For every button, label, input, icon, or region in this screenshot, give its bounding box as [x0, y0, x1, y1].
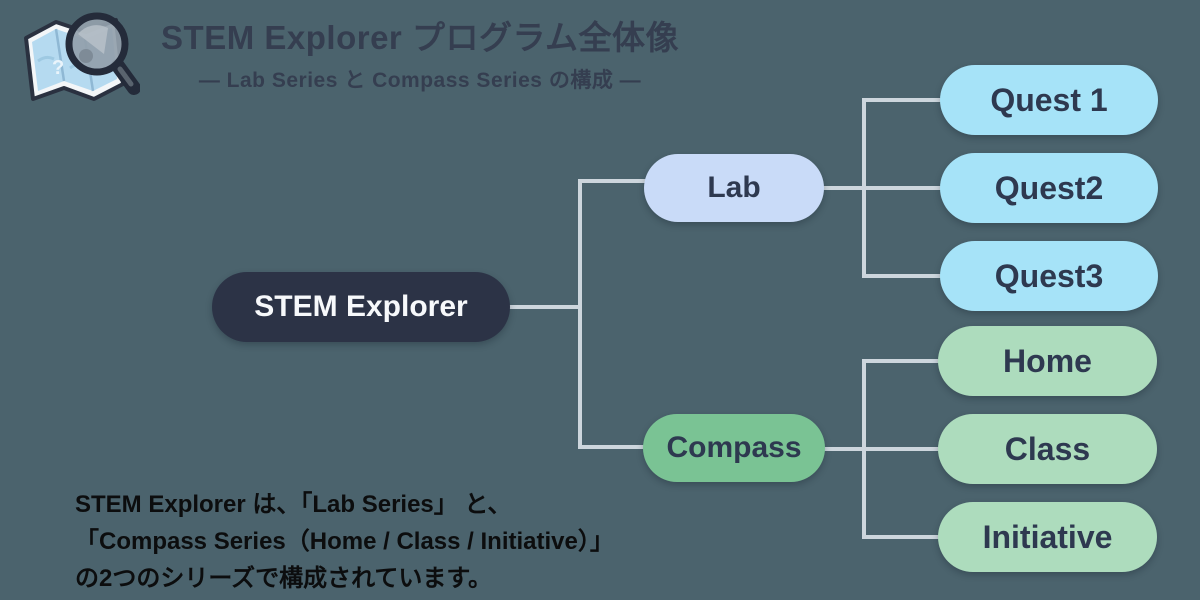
connector-trunk-compass — [580, 445, 646, 449]
connector-root-trunk — [508, 305, 582, 309]
node-quest1: Quest 1 — [940, 65, 1158, 135]
connector-lab-quest1 — [864, 98, 942, 102]
footer-line-3: の2つのシリーズで構成されています。 — [75, 565, 493, 592]
node-compass: Compass — [643, 414, 825, 482]
node-home: Home — [938, 326, 1157, 396]
svg-text:?: ? — [52, 57, 64, 79]
connector-lab-quest3 — [864, 274, 942, 278]
node-class: Class — [938, 414, 1157, 484]
title-block: STEM Explorer プログラム全体像 ― Lab Series と Co… — [142, 6, 698, 94]
page-title: STEM Explorer プログラム全体像 — [161, 19, 679, 56]
node-quest3: Quest3 — [940, 241, 1158, 311]
header: ? STEM Explorer プログラム全体像 ― Lab Series と … — [18, 6, 698, 110]
node-lab: Lab — [644, 154, 824, 222]
connector-left-trunk — [578, 179, 582, 449]
footer-line-2: 「Compass Series（Home / Class / Initiativ… — [75, 528, 614, 555]
map-magnifier-icon: ? — [18, 6, 141, 110]
connector-lab-quest2 — [822, 186, 942, 190]
node-initiative: Initiative — [938, 502, 1157, 572]
footer-line-1: STEM Explorer は、「Lab Series」 と、 — [75, 491, 512, 518]
node-quest2: Quest2 — [940, 153, 1158, 223]
connector-compass-home — [864, 359, 940, 363]
connector-trunk-lab — [580, 179, 646, 183]
page-subtitle: ― Lab Series と Compass Series の構成 ― — [198, 69, 642, 92]
connector-compass-class — [823, 447, 942, 451]
connector-compass-initiative — [864, 535, 940, 539]
footer-caption: STEM Explorer は、「Lab Series」 と、 「Compass… — [75, 486, 614, 597]
node-stem-explorer: STEM Explorer — [212, 272, 510, 342]
